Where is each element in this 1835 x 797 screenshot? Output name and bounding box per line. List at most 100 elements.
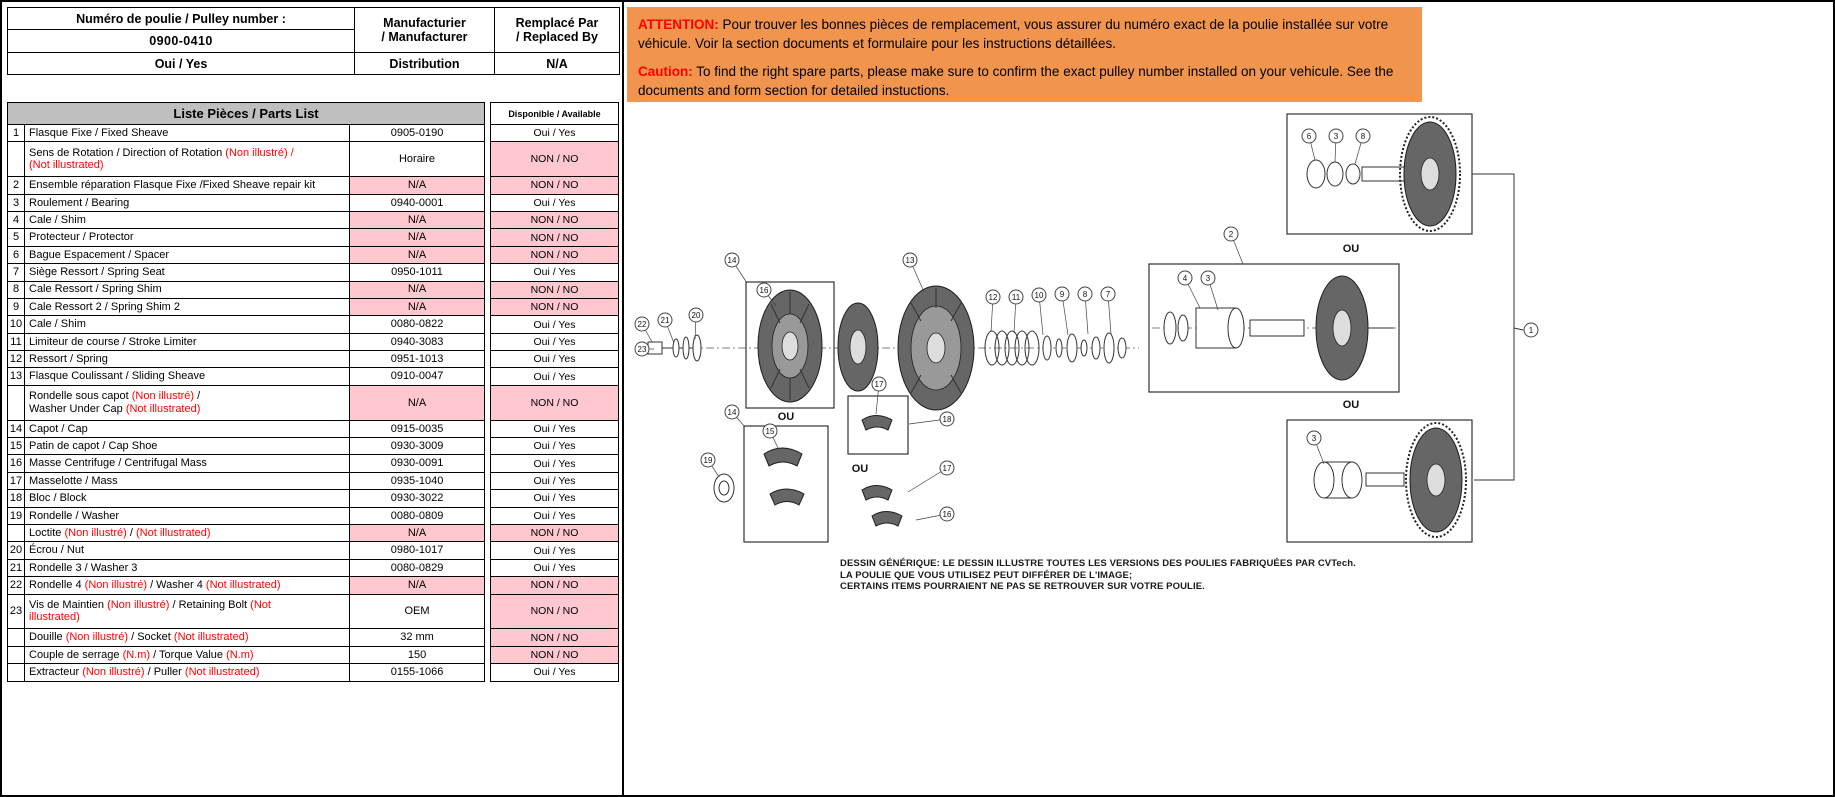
- part-row-index: 1: [7, 123, 25, 143]
- availability-value: NON / NO: [490, 245, 619, 265]
- availability-value: NON / NO: [490, 141, 619, 178]
- availability-value: Oui / Yes: [490, 454, 619, 473]
- availability-row: Oui / Yes: [490, 123, 619, 143]
- part-number: N/A: [348, 176, 486, 195]
- part-row-index: 3: [7, 193, 25, 212]
- part-number: N/A: [348, 280, 486, 299]
- replaced-by-header-line1: Remplacé Par: [515, 16, 599, 30]
- callout-8: [1355, 128, 1371, 144]
- part-number: 0935-1040: [348, 471, 486, 491]
- attention-en-text: To find the right spare parts, please ma…: [638, 64, 1394, 98]
- callout-10: [1031, 287, 1047, 303]
- part-row-index: [7, 628, 25, 647]
- callout-3: [1200, 270, 1216, 286]
- panel-divider: [622, 2, 624, 795]
- disclaimer-line2: LA POULIE QUE VOUS UTILISEZ PEUT DIFFÉRE…: [840, 569, 1133, 581]
- part-name: Masselotte / Mass: [24, 471, 350, 491]
- availability-value: NON / NO: [490, 210, 619, 230]
- part-row-index: 6: [7, 245, 25, 265]
- availability-value: NON / NO: [490, 628, 619, 647]
- pulley-header-table: Numéro de poulie / Pulley number : Manuf…: [7, 7, 620, 75]
- svg-text:11: 11: [1012, 293, 1021, 302]
- availability-value: NON / NO: [490, 524, 619, 543]
- replaced-by-header-line2: / Replaced By: [516, 30, 598, 44]
- svg-text:10: 10: [1035, 291, 1044, 300]
- part-row: Douille (Non illustré) / Socket (Not ill…: [7, 628, 486, 647]
- availability-row: Oui / Yes: [490, 558, 619, 578]
- part-number: Horaire: [348, 141, 486, 178]
- callout-4: [1177, 270, 1193, 286]
- part-row: Loctite (Non illustré) / (Not illustrate…: [7, 524, 486, 543]
- callout-16: [939, 506, 955, 522]
- part-number: 0940-0001: [348, 193, 486, 212]
- part-name: Extracteur (Non illustré) / Puller (Not …: [24, 663, 350, 682]
- availability-row: Oui / Yes: [490, 315, 619, 334]
- availability-value: Oui / Yes: [490, 367, 619, 386]
- part-number: 0930-3009: [348, 437, 486, 456]
- manufacturer-header-line1: Manufacturier: [383, 16, 466, 30]
- attention-banner: ATTENTION: Pour trouver les bonnes pièce…: [627, 7, 1422, 102]
- part-number: OEM: [348, 593, 486, 630]
- callout-14: [724, 404, 740, 420]
- part-row-index: 20: [7, 541, 25, 560]
- availability-row: NON / NO: [490, 228, 619, 247]
- part-number: 0980-1017: [348, 541, 486, 560]
- availability-value: Oui / Yes: [490, 350, 619, 369]
- part-name: Flasque Fixe / Fixed Sheave: [24, 123, 350, 143]
- availability-row: NON / NO: [490, 141, 619, 178]
- part-row: Extracteur (Non illustré) / Puller (Not …: [7, 663, 486, 682]
- part-name: Cale / Shim: [24, 210, 350, 230]
- availability-value: NON / NO: [490, 576, 619, 595]
- availability-row: Oui / Yes: [490, 193, 619, 212]
- callout-9: [1054, 286, 1070, 302]
- svg-text:13: 13: [906, 256, 915, 265]
- svg-text:2: 2: [1229, 230, 1234, 239]
- availability-column-header: Disponible / Available: [490, 102, 619, 125]
- svg-text:9: 9: [1060, 290, 1065, 299]
- callout-14: [724, 252, 740, 268]
- availability-value: Oui / Yes: [490, 193, 619, 212]
- callout-12: [985, 289, 1001, 305]
- availability-value: NON / NO: [490, 593, 619, 630]
- availability-value: Oui / Yes: [490, 471, 619, 491]
- part-name: Ressort / Spring: [24, 350, 350, 369]
- part-row-index: 7: [7, 263, 25, 282]
- svg-text:22: 22: [638, 320, 647, 329]
- disclaimer-line1: DESSIN GÉNÉRIQUE: LE DESSIN ILLUSTRE TOU…: [840, 558, 1356, 569]
- part-number: 0950-1011: [348, 263, 486, 282]
- part-number: N/A: [348, 384, 486, 421]
- part-name: Loctite (Non illustré) / (Not illustrate…: [24, 524, 350, 543]
- part-row-index: 19: [7, 506, 25, 526]
- part-name: Protecteur / Protector: [24, 228, 350, 247]
- availability-row: NON / NO: [490, 384, 619, 421]
- ou-label: OU: [852, 463, 869, 475]
- part-name: Écrou / Nut: [24, 541, 350, 560]
- part-row-index: [7, 524, 25, 543]
- svg-text:15: 15: [766, 427, 775, 436]
- callout-6: [1301, 128, 1317, 144]
- part-number: 0930-3022: [348, 489, 486, 508]
- callout-22: [634, 316, 650, 332]
- availability-value: Oui / Yes: [490, 541, 619, 560]
- part-name: Cale Ressort / Spring Shim: [24, 280, 350, 299]
- callout-3: [1328, 128, 1344, 144]
- part-row: Sens de Rotation / Direction of Rotation…: [7, 141, 486, 178]
- availability-row: NON / NO: [490, 628, 619, 647]
- part-row-index: 23: [7, 593, 25, 630]
- part-number: 0951-1013: [348, 350, 486, 369]
- part-number: 0080-0809: [348, 506, 486, 526]
- callout-1: [1523, 322, 1539, 338]
- manufacturer-value: Distribution: [354, 52, 495, 75]
